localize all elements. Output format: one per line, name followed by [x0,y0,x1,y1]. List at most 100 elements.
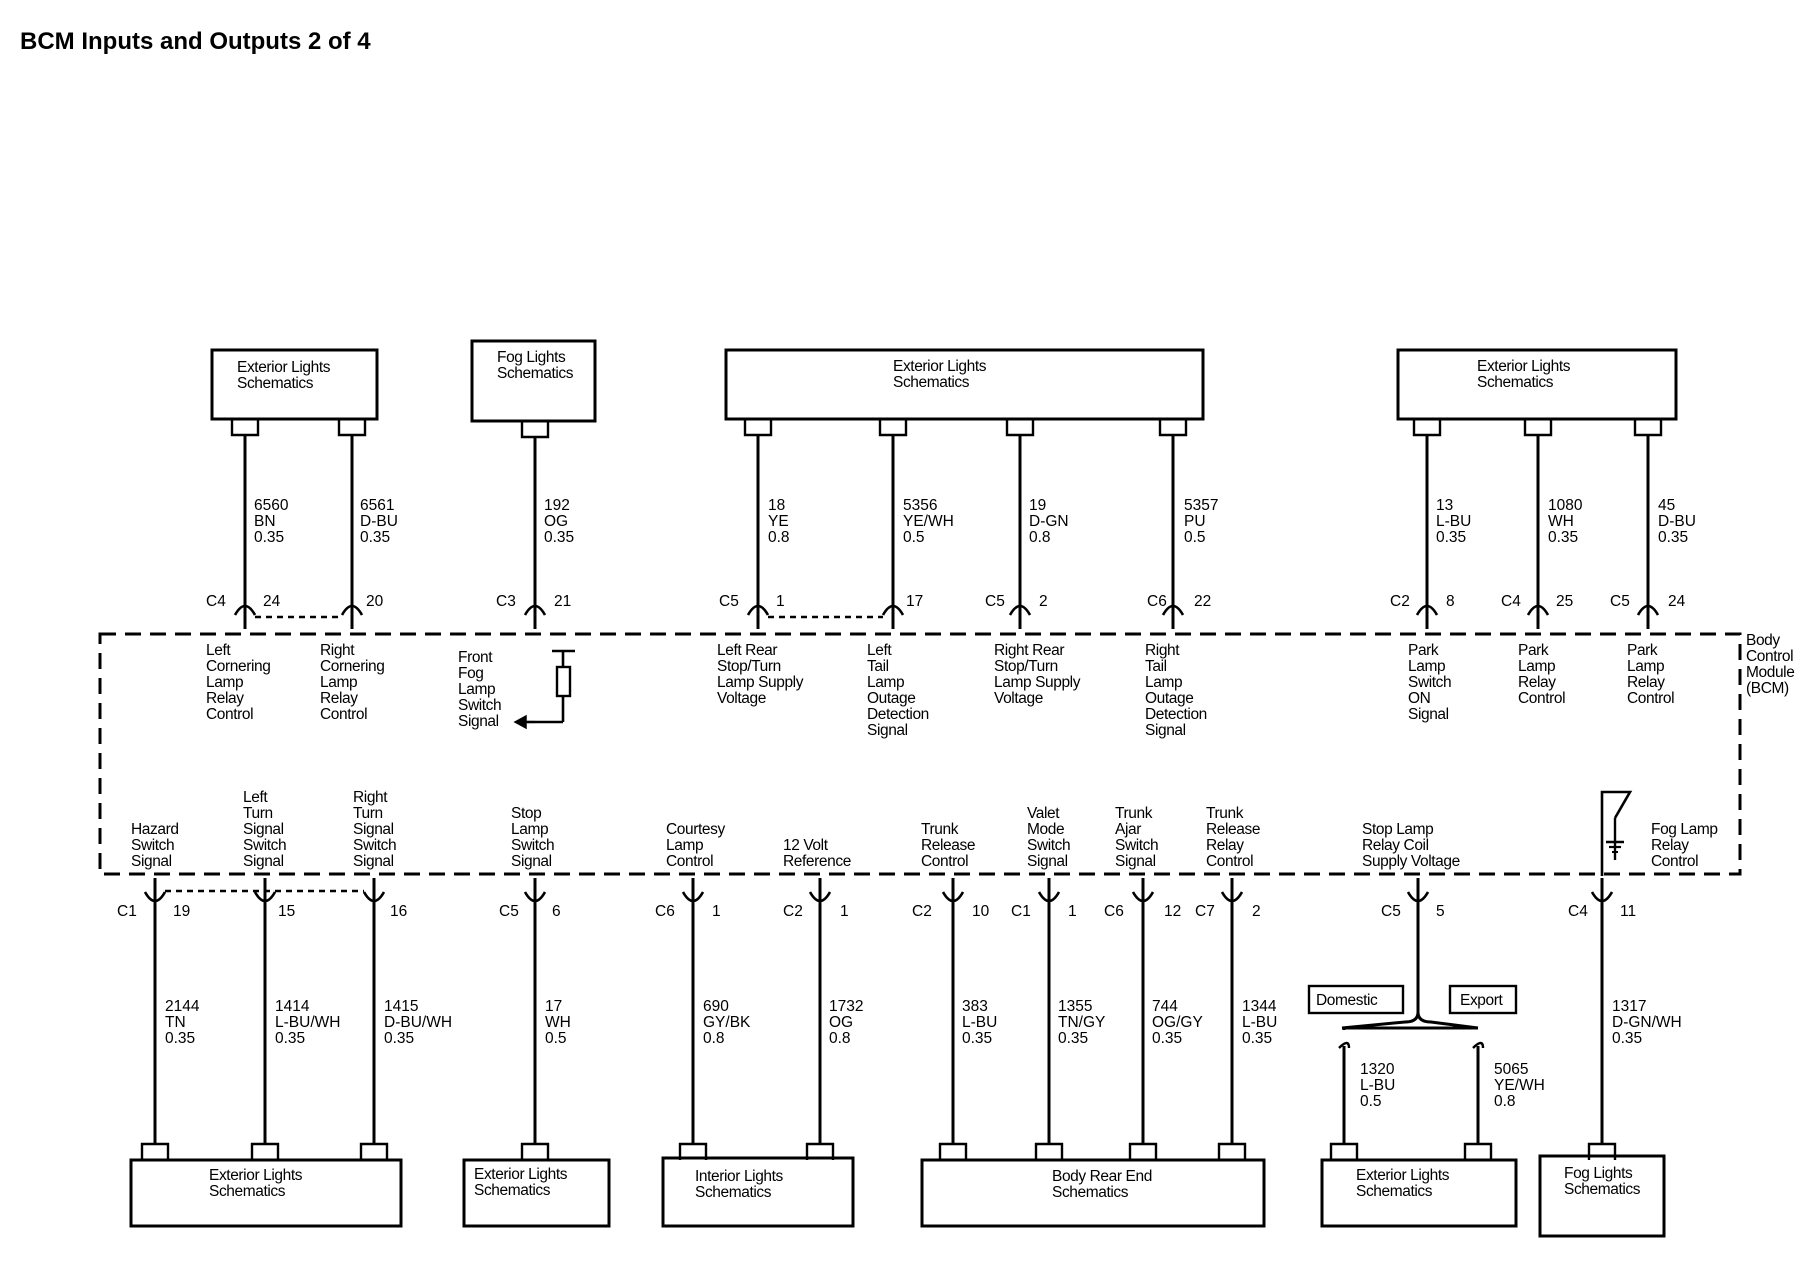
signal-label: Outage [867,690,915,707]
pin-number: 5 [1436,903,1445,920]
schematic-box-bb5 [1320,1158,1518,1228]
signal-label: Stop [511,805,541,822]
signal-label: Turn [243,805,273,822]
signal-label: Turn [353,805,383,822]
signal-label: Switch [243,837,286,854]
wire-label: 1317 [1612,998,1646,1015]
module-connector [1220,878,1244,904]
signal-label: Lamp [1627,658,1664,675]
wire-label: 45 [1658,497,1675,514]
signal-label: Tail [867,658,889,675]
terminal-tab [337,419,367,437]
signal-label: Signal [458,713,499,730]
schematic-box-label: Schematics [1477,374,1554,391]
wire-label: 5357 [1184,497,1218,514]
box-terminal [1412,419,1442,437]
pin-number: 2 [1252,903,1261,920]
module-connector [1636,603,1660,629]
schematic-box-tb1 [210,348,379,421]
schematic-box-tb4 [1396,348,1678,421]
signal-label: Control [1518,690,1565,707]
schematic-box-label: Schematics [1052,1184,1129,1201]
signal-label: Control [666,853,713,870]
terminal-tab [230,419,260,437]
signal-label: ON [1408,690,1430,707]
schematic-box-bb3 [661,1156,855,1228]
wire-label: WH [1548,513,1574,530]
wire-label: WH [545,1014,571,1031]
connector-id: C3 [496,593,516,610]
signal-label: Front [458,649,493,666]
signal-label: Park [1518,642,1549,659]
wire-label: 1414 [275,998,310,1015]
wire-label: 0.35 [1242,1030,1272,1047]
module-connector [523,603,547,629]
connector-id: C5 [719,593,739,610]
signal-label: Signal [131,853,172,870]
signal-label: Voltage [717,690,766,707]
signal-label: Control [206,706,253,723]
terminal-tab [878,419,908,437]
wire-label: 1080 [1548,497,1583,514]
signal-label: Signal [243,821,284,838]
schematic-box-label: Schematics [209,1183,286,1200]
wire-label: 0.35 [254,529,284,546]
signal-label: Signal [243,853,284,870]
wire-label: 0.35 [1436,529,1466,546]
signal-label: Trunk [1206,805,1244,822]
pin-number: 24 [1668,593,1686,610]
wire-label: 18 [768,497,785,514]
box-terminal [520,1142,550,1160]
wire-label: D-BU/WH [384,1014,452,1031]
connector-id: C2 [783,903,803,920]
wire-label: 0.35 [1658,529,1688,546]
wire-label: L-BU/WH [275,1014,340,1031]
wire-label: 0.5 [545,1030,567,1047]
module-connector [362,878,386,904]
connector-id: C4 [1568,903,1588,920]
box-terminal [1034,1142,1064,1160]
wire-label: 0.8 [1494,1093,1516,1110]
module-connector [340,603,364,629]
pin-number: 1 [1068,903,1077,920]
pin-number: 11 [1620,903,1636,920]
circuit-5356: 5356YE/WH0.517LeftTailLampOutageDetectio… [867,419,954,739]
pin-number: 6 [552,903,561,920]
signal-label: Park [1627,642,1658,659]
signal-label: Switch [1115,837,1158,854]
connector-id: C2 [912,903,932,920]
wire-label: YE [768,513,789,530]
connector-id: C6 [1104,903,1124,920]
module-connector [808,878,832,904]
schematic-box-label: Exterior Lights [237,359,331,376]
signal-label: Relay [206,690,244,707]
bcm-label: Body [1746,632,1780,649]
signal-label: Park [1408,642,1439,659]
signal-label: 12 Volt [783,837,829,854]
page-title: BCM Inputs and Outputs 2 of 4 [20,28,371,55]
wire-label: 1732 [829,998,863,1015]
module-connector [1590,878,1614,904]
connector-id: C4 [1501,593,1521,610]
schematic-box-label: Schematics [695,1184,772,1201]
signal-label: Switch [1027,837,1070,854]
schematic-box-label: Interior Lights [695,1168,784,1185]
box-terminal [520,421,550,439]
signal-label: Reference [783,853,851,870]
schematic-box-tb3 [724,348,1205,421]
wire-label: 0.35 [384,1030,414,1047]
terminal-tab [1217,1142,1247,1160]
signal-label: Signal [353,821,394,838]
signal-label: Relay [320,690,358,707]
terminal-tab [743,419,773,437]
wire-label: 0.8 [829,1030,851,1047]
box-terminal [1217,1142,1247,1160]
signal-label: Signal [867,722,908,739]
pin-number: 10 [972,903,990,920]
signal-label: Relay [1518,674,1556,691]
